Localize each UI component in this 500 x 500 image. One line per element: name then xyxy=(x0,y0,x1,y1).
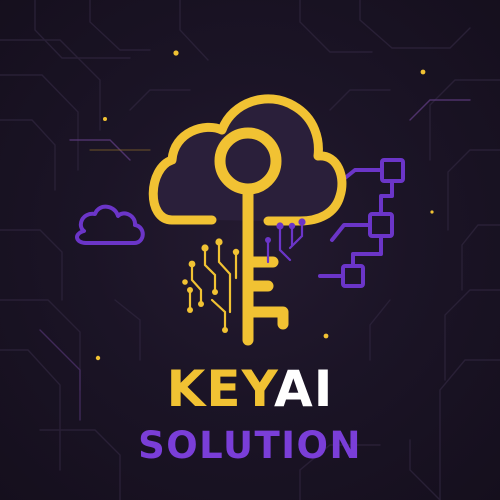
brand-tagline: SOLUTION xyxy=(0,425,500,467)
brand-tagline-text: SOLUTION xyxy=(138,424,362,467)
circuit-lines-icon xyxy=(188,240,238,332)
cloud-key-icon xyxy=(148,94,347,346)
brand-name-key: KEY xyxy=(166,360,274,418)
main-cloud-icon xyxy=(148,94,347,226)
key-icon xyxy=(214,127,289,346)
circuit-nodes-right xyxy=(265,218,306,243)
brand-name: KEYAI xyxy=(0,362,500,416)
brand-name-ai: AI xyxy=(274,360,334,418)
small-cloud-icon xyxy=(75,204,145,245)
circuit-nodes xyxy=(182,238,240,333)
accent-traces xyxy=(39,99,471,421)
sparkle-dots xyxy=(95,50,434,361)
circuit-lines-right xyxy=(266,220,304,264)
